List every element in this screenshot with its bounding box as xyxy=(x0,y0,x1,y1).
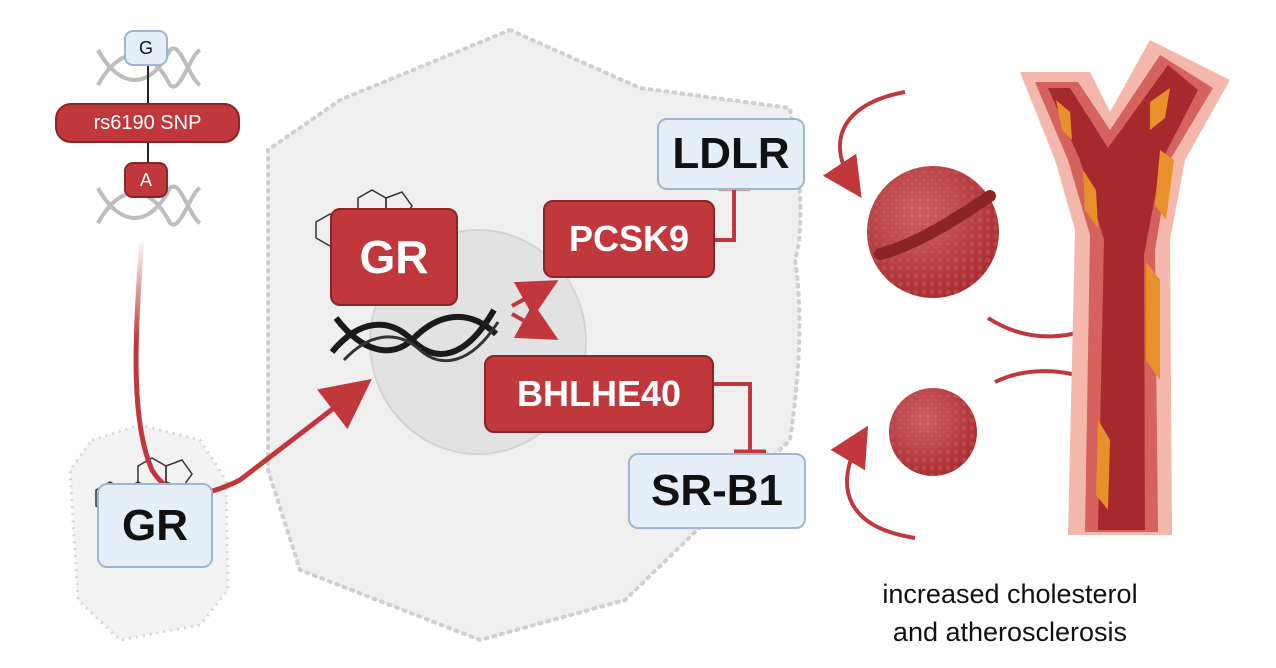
plaque-icon xyxy=(1150,88,1170,130)
snp-label: rs6190 SNP xyxy=(55,103,240,143)
dna-strand-icon xyxy=(96,46,202,227)
inhibit-pcsk9-ldlr xyxy=(714,188,736,242)
allele-a-label: A xyxy=(124,162,168,198)
caption-line-2: and atherosclerosis xyxy=(892,617,1128,647)
plaque-icon xyxy=(1083,170,1098,228)
artery-icon xyxy=(1020,40,1230,535)
caption-line-1: increased cholesterol xyxy=(882,579,1138,609)
arrow-to-pcsk9 xyxy=(511,280,559,318)
hdl-particle-icon xyxy=(889,388,977,476)
plaque-icon xyxy=(1056,100,1072,140)
receptor-gr-outside: GR xyxy=(97,483,213,568)
arrow-to-bhlhe40 xyxy=(511,302,559,340)
gene-bhlhe40: BHLHE40 xyxy=(484,355,714,433)
allele-g-label: G xyxy=(124,30,168,66)
plaque-icon xyxy=(1096,420,1110,510)
receptor-gr-nucleus: GR xyxy=(330,208,458,306)
arrow-srb1-to-hdl xyxy=(830,425,916,540)
plaque-icon xyxy=(1155,150,1174,220)
inhibit-bhlhe40-srb1 xyxy=(712,382,752,452)
plaque-icon xyxy=(1146,262,1160,380)
gene-ldlr: LDLR xyxy=(657,118,805,190)
arrow-ldlr-to-ldl xyxy=(822,90,906,199)
gene-srb1: SR-B1 xyxy=(628,453,806,529)
dna-helix-icon xyxy=(329,308,500,363)
gene-pcsk9: PCSK9 xyxy=(543,200,715,278)
ldl-particle-icon xyxy=(867,166,999,298)
